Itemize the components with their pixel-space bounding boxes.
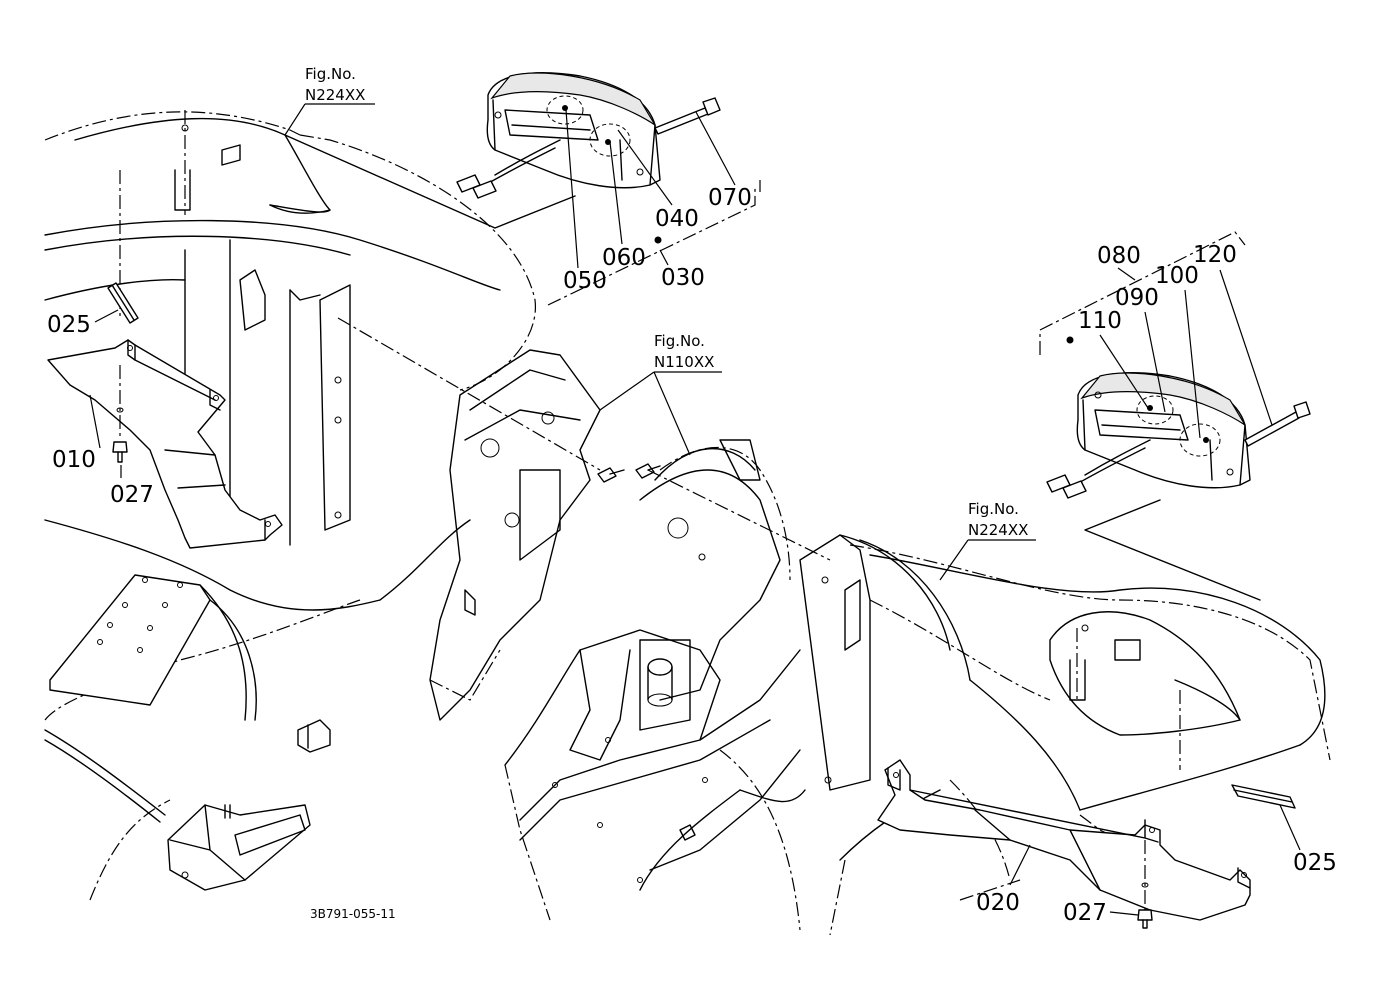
callout-110: 110 <box>1078 308 1122 334</box>
callout-020: 020 <box>976 890 1020 916</box>
strip-025-left <box>107 282 139 324</box>
callout-dot-030 <box>654 236 662 244</box>
fig-ref-label: Fig.No. <box>305 65 356 83</box>
center-frame <box>429 349 806 931</box>
lamp-assembly-right <box>1046 372 1311 499</box>
step-plate <box>49 574 257 721</box>
bracket-020 <box>877 759 1251 921</box>
drawing-code: 3B791-055-11 <box>310 907 396 921</box>
callout-040: 040 <box>655 206 699 232</box>
left-fender <box>44 110 536 721</box>
callout-070: 070 <box>708 185 752 211</box>
ref-line-lamp-right <box>1084 499 1261 601</box>
fig-ref-center: Fig.No. N110XX <box>599 332 722 456</box>
callout-090: 090 <box>1115 285 1159 311</box>
fig-ref-code: N224XX <box>968 521 1028 539</box>
strip-025-right <box>1231 784 1296 809</box>
callouts: 025 010 027 050 060 040 030 070 080 100 … <box>47 109 1337 926</box>
fig-ref-label: Fig.No. <box>968 500 1019 518</box>
fig-ref-top-left: Fig.No. N224XX <box>284 65 375 136</box>
hose-left-inner <box>44 739 161 823</box>
fig-ref-right: Fig.No. N224XX <box>939 500 1036 581</box>
callout-100: 100 <box>1155 263 1199 289</box>
fig-ref-label: Fig.No. <box>654 332 705 350</box>
bolt-027-left <box>112 365 128 463</box>
callout-025-right: 025 <box>1293 850 1337 876</box>
fender-edge-lower <box>89 799 171 901</box>
hose-left <box>44 729 166 816</box>
bracket-010 <box>47 339 283 549</box>
center-bolts <box>597 463 661 483</box>
callout-dot-080 <box>1066 336 1074 344</box>
right-fender <box>799 534 1331 936</box>
callout-030: 030 <box>661 265 705 291</box>
callout-027-right: 027 <box>1063 900 1107 926</box>
ref-line-lamp-left <box>284 134 576 229</box>
group-bracket-030 <box>547 185 756 306</box>
callout-010: 010 <box>52 447 96 473</box>
callout-060: 060 <box>602 245 646 271</box>
fig-ref-code: N110XX <box>654 353 714 371</box>
callout-027-left: 027 <box>110 482 154 508</box>
lamp-assembly-left <box>456 72 721 199</box>
fig-ref-code: N224XX <box>305 86 365 104</box>
mount-block <box>167 804 311 891</box>
callout-080: 080 <box>1097 243 1141 269</box>
group-bracket-080 <box>1039 231 1246 355</box>
callout-025-left: 025 <box>47 312 91 338</box>
clip <box>297 719 331 753</box>
callout-050: 050 <box>563 268 607 294</box>
centerline-bolts <box>337 317 831 561</box>
callout-120: 120 <box>1193 242 1237 268</box>
bolt-027-right <box>1137 840 1153 929</box>
